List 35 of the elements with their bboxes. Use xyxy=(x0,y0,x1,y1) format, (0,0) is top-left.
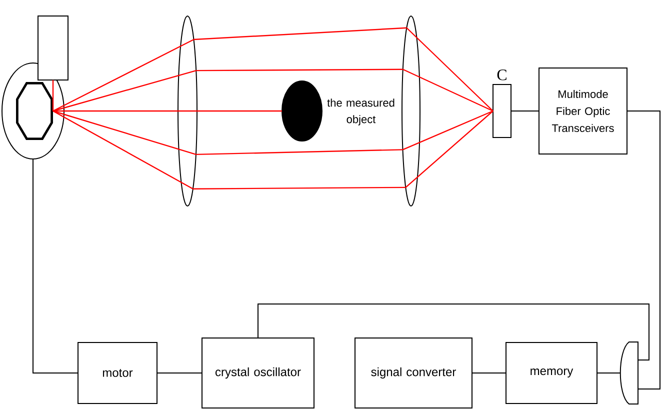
light-ray xyxy=(402,110,494,150)
connector-line xyxy=(258,304,650,360)
light-ray xyxy=(192,186,406,190)
connector-line xyxy=(156,372,202,374)
light-ray xyxy=(52,110,196,156)
light-ray xyxy=(402,68,494,112)
light-ray xyxy=(196,149,403,156)
connector-line xyxy=(596,372,620,374)
lens xyxy=(402,16,420,206)
connector-line xyxy=(32,158,78,374)
light-ray xyxy=(53,110,197,112)
light-ray xyxy=(197,110,282,112)
light-ray xyxy=(406,27,494,112)
light-ray xyxy=(52,70,196,112)
light-ray xyxy=(196,68,403,72)
ellipse-outline xyxy=(2,62,64,160)
light-ray xyxy=(52,38,194,112)
light-ray xyxy=(405,110,494,188)
d-shape xyxy=(620,342,638,404)
process-box: memory xyxy=(506,342,598,404)
lens xyxy=(178,16,198,206)
box-label: C xyxy=(497,70,506,80)
process-box: motor xyxy=(78,342,158,404)
connector-line xyxy=(510,110,540,112)
process-box: crystal oscillator xyxy=(202,338,314,408)
empty-box xyxy=(38,16,68,80)
light-ray xyxy=(52,110,194,190)
object-label: the measured object xyxy=(327,98,394,126)
process-box: Multimode Fiber Optic Transceivers xyxy=(538,68,628,154)
light-ray xyxy=(194,27,407,40)
process-box: signal converter xyxy=(354,338,472,408)
light-ray xyxy=(52,80,54,111)
connector-line xyxy=(626,110,660,390)
connector-line xyxy=(472,372,506,374)
octagon xyxy=(16,82,53,140)
